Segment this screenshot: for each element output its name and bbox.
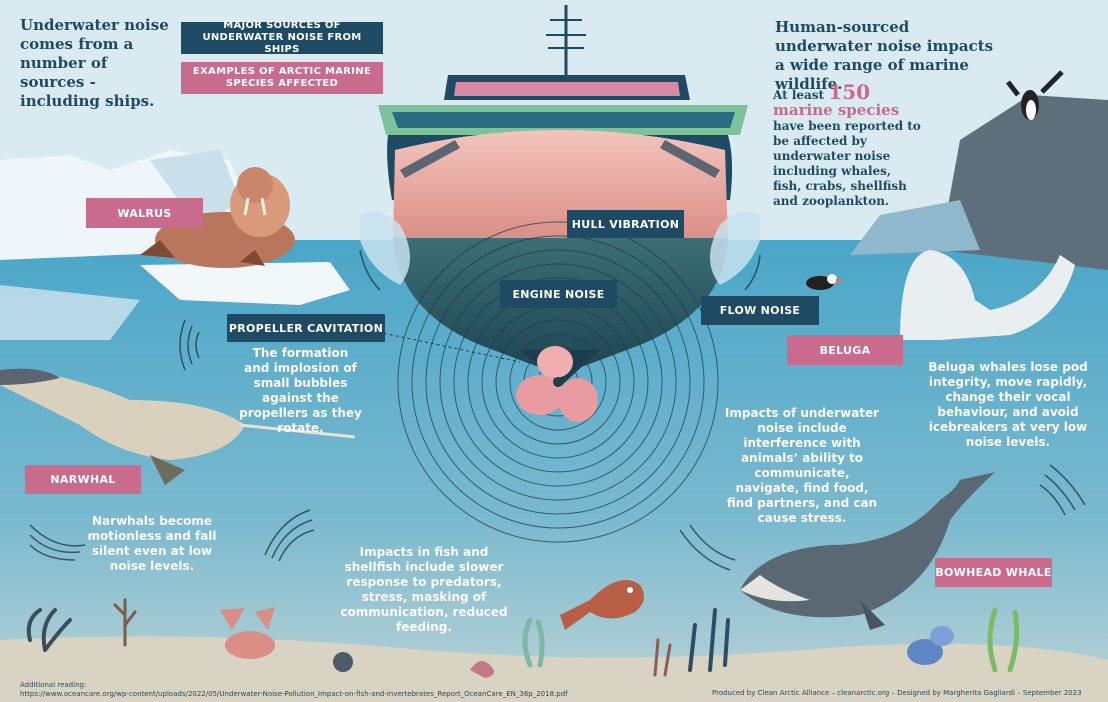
tag-flow-noise: FLOW NOISE <box>701 296 819 325</box>
tag-beluga: BELUGA <box>787 335 903 365</box>
legend-sources: MAJOR SOURCES OF UNDERWATER NOISE FROM S… <box>181 20 383 55</box>
tag-engine-noise: ENGINE NOISE <box>500 280 617 308</box>
species-stat: At least 150 marine species have been re… <box>773 82 923 209</box>
impacts-description: Impacts of underwater noise include inte… <box>724 406 880 525</box>
narwhal-illustration <box>0 368 356 485</box>
noise-rings <box>397 221 719 543</box>
seabed <box>0 636 1108 702</box>
footer-reading: Additional reading: https://www.oceancar… <box>20 681 640 699</box>
right-rocks <box>850 95 1108 340</box>
tag-hull-vibration: HULL VIBRATION <box>567 210 684 238</box>
propeller-description: The formation and implosion of small bub… <box>239 346 362 435</box>
legend-species: EXAMPLES OF ARCTIC MARINE SPECIES AFFECT… <box>181 62 383 94</box>
propeller <box>516 346 598 422</box>
stat-rest: have been reported to be affected by und… <box>773 119 921 208</box>
reading-label: Additional reading: <box>20 681 87 689</box>
footer-credit: Produced by Clean Arctic Alliance – clea… <box>712 689 1082 697</box>
impact-heading: Human-sourced underwater noise impacts a… <box>775 18 994 93</box>
blue-fish-illustration <box>907 626 954 665</box>
stat-prefix: At least <box>773 88 825 102</box>
starfish-illustration <box>333 652 353 672</box>
flying-puffin <box>1006 70 1064 120</box>
octopus-illustration <box>470 661 494 678</box>
tag-narwhal: NARWHAL <box>25 465 141 494</box>
bowhead-illustration <box>740 472 995 630</box>
sound-wave-arcs <box>29 249 1086 571</box>
tag-walrus: WALRUS <box>86 198 203 228</box>
propeller-pointer <box>377 331 521 363</box>
bow-wakes <box>360 211 760 285</box>
fish-description: Impacts in fish and shellfish include sl… <box>340 545 508 634</box>
stat-highlight: marine species <box>773 101 900 119</box>
intro-text: Underwater noise comes from a number of … <box>20 16 169 110</box>
reading-url[interactable]: https://www.oceancare.org/wp-content/upl… <box>20 690 568 698</box>
crab-illustration <box>220 607 275 659</box>
seabed-plants <box>26 598 1020 677</box>
fish-illustration <box>560 580 644 630</box>
walrus-illustration <box>140 167 295 268</box>
stat-number: 150 <box>828 80 871 104</box>
tag-propeller-cavitation: PROPELLER CAVITATION <box>227 314 385 342</box>
tag-bowhead-whale: BOWHEAD WHALE <box>935 558 1052 587</box>
swimming-puffin <box>806 274 844 290</box>
beluga-description: Beluga whales lose pod integrity, move r… <box>928 360 1088 449</box>
narwhal-description: Narwhals become motionless and fall sile… <box>87 514 217 573</box>
ship-illustration <box>378 5 748 385</box>
